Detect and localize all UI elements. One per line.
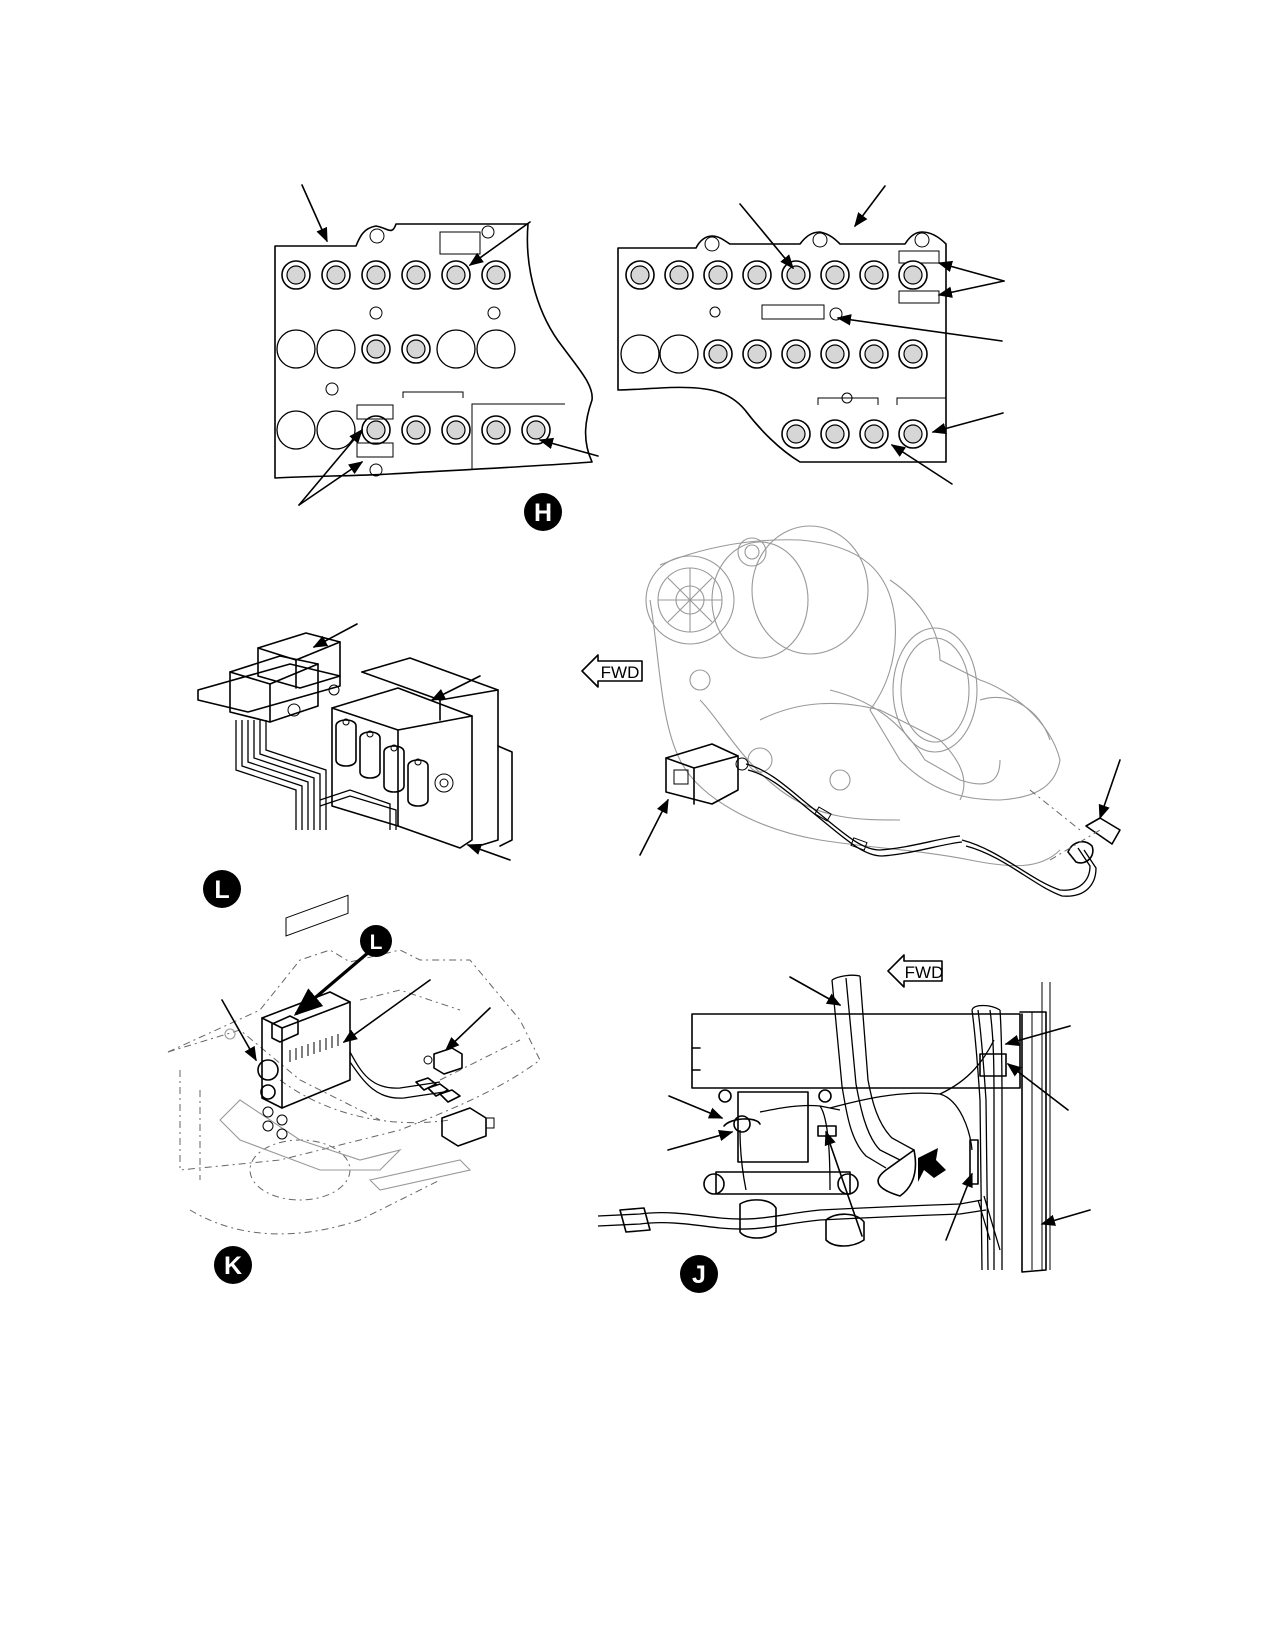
blank-socket bbox=[659, 334, 699, 374]
connector-row-3 bbox=[781, 419, 928, 449]
connector-row-1 bbox=[625, 260, 928, 290]
fwd-label-j: FWD bbox=[905, 963, 944, 982]
terminal-strip bbox=[289, 1034, 339, 1062]
view-h-right-connector-panel bbox=[617, 185, 1005, 485]
blank-socket bbox=[316, 410, 356, 450]
view-k-callout-badge: K bbox=[214, 1246, 252, 1284]
view-h-callout-badge: H bbox=[524, 493, 562, 531]
view-l-relay-board-assembly bbox=[197, 623, 513, 861]
capacitor-array bbox=[335, 718, 429, 807]
fwd-direction-indicator-j: FWD bbox=[887, 954, 944, 988]
view-j-label: J bbox=[692, 1261, 706, 1289]
fwd-label: FWD bbox=[601, 663, 640, 682]
view-l-label: L bbox=[214, 876, 229, 904]
blank-socket bbox=[620, 334, 660, 374]
blank-socket bbox=[316, 329, 356, 369]
blank-socket bbox=[276, 410, 316, 450]
blank-socket bbox=[436, 329, 476, 369]
connector-row-1 bbox=[281, 260, 511, 290]
blank-socket bbox=[276, 329, 316, 369]
blank-socket bbox=[476, 329, 516, 369]
connector-row-2 bbox=[276, 329, 516, 369]
connector-row-2 bbox=[620, 334, 928, 374]
view-h-left-connector-panel bbox=[274, 184, 599, 506]
view-k-component-location bbox=[167, 894, 541, 1235]
view-j-callout-badge: J bbox=[680, 1255, 718, 1293]
connector-row-3 bbox=[276, 410, 551, 450]
engine-overview: FWD bbox=[581, 525, 1121, 897]
view-h-label: H bbox=[534, 499, 552, 527]
view-l-callout-badge: L bbox=[203, 870, 241, 908]
view-l-reference-badge: L bbox=[360, 925, 392, 957]
view-l-reference-label: L bbox=[370, 931, 383, 954]
fwd-direction-indicator: FWD bbox=[581, 654, 643, 688]
view-j-harness-routing: FWD bbox=[597, 954, 1091, 1273]
view-k-label: K bbox=[224, 1252, 242, 1280]
